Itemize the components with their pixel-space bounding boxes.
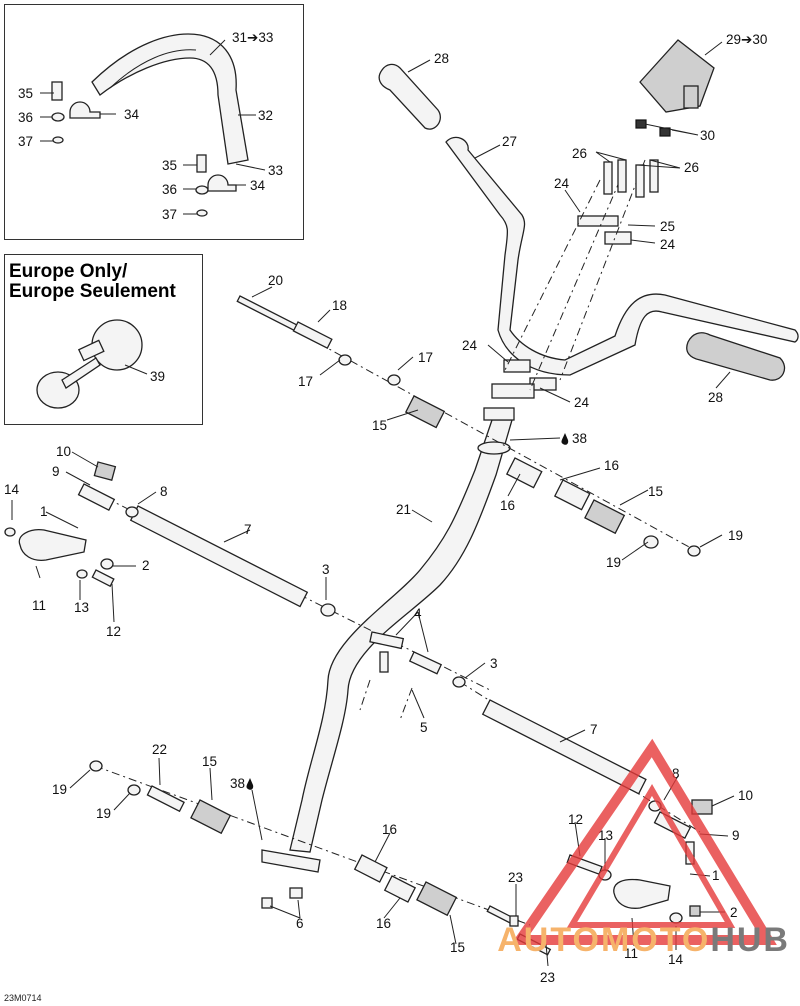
callout-9: 9 [732, 828, 740, 843]
document-code: 23M0714 [4, 993, 42, 1003]
lubricant-drop-icon [561, 433, 569, 445]
watermark-text-b: HUB [710, 921, 790, 959]
callout-24: 24 [574, 395, 590, 410]
callout-24: 24 [462, 338, 478, 353]
callout-7: 7 [590, 722, 598, 737]
callout-16: 16 [500, 498, 515, 513]
callout-28: 28 [434, 51, 449, 66]
callout-13: 13 [74, 600, 89, 615]
screws-26 [603, 119, 671, 198]
callout-24: 24 [554, 176, 570, 191]
callout-18: 18 [332, 298, 347, 313]
callout-30: 30 [700, 128, 715, 143]
callout-36: 36 [162, 182, 177, 197]
callout-35: 35 [162, 158, 177, 173]
left-steering-arm [4, 527, 115, 588]
callout-25: 25 [660, 219, 675, 234]
callout-1: 1 [40, 504, 48, 519]
watermark-text-a: AUTOMOTO [497, 921, 711, 959]
callout-38: 38 [572, 431, 587, 446]
callout-12: 12 [568, 812, 583, 827]
callout-32: 32 [258, 108, 273, 123]
callout-15: 15 [202, 754, 217, 769]
callout-11: 11 [32, 598, 46, 613]
callout-24: 24 [660, 237, 676, 252]
callout-31-33: 31➔33 [232, 30, 273, 45]
callout-19: 19 [96, 806, 111, 821]
left-tie-rod [77, 461, 491, 691]
callout-19: 19 [728, 528, 743, 543]
callout-35: 35 [18, 86, 33, 101]
callout-21: 21 [396, 502, 411, 517]
callout-27: 27 [502, 134, 517, 149]
callout-16: 16 [382, 822, 397, 837]
clamp-top [51, 81, 101, 144]
callout-15: 15 [372, 418, 387, 433]
callout-4: 4 [414, 606, 422, 621]
callout-17: 17 [298, 374, 313, 389]
callout-34: 34 [124, 107, 140, 122]
right-steering-arm [566, 854, 701, 924]
callout-6: 6 [296, 916, 304, 931]
callout-14: 14 [668, 952, 684, 967]
callout-22: 22 [152, 742, 167, 757]
callout-11: 11 [624, 946, 638, 961]
callout-38: 38 [230, 776, 245, 791]
handlebar-pad [639, 39, 715, 113]
lubricant-drop-icon [246, 778, 254, 790]
callout-2: 2 [142, 558, 150, 573]
callout-10: 10 [56, 444, 71, 459]
callout-14: 14 [4, 482, 20, 497]
callout-26: 26 [572, 146, 587, 161]
callout-8: 8 [160, 484, 168, 499]
callout-36: 36 [18, 110, 33, 125]
callout-37: 37 [162, 207, 177, 222]
callout-15: 15 [648, 484, 663, 499]
upper-tie-rod-assembly [236, 295, 701, 557]
handle-guard [91, 33, 249, 165]
callout-3: 3 [322, 562, 330, 577]
callout-20: 20 [268, 273, 283, 288]
callout-8: 8 [672, 766, 680, 781]
callout-2: 2 [730, 905, 738, 920]
grip-right [686, 332, 786, 381]
callout-3: 3 [490, 656, 498, 671]
callout-33: 33 [268, 163, 283, 178]
watermark-text: AUTOMOTOHUB [497, 921, 790, 960]
callout-9: 9 [52, 464, 60, 479]
callout-37: 37 [18, 134, 33, 149]
callout-15: 15 [450, 940, 465, 955]
callout-19: 19 [606, 555, 621, 570]
callout-26: 26 [684, 160, 699, 175]
steering-column [261, 407, 515, 909]
grip-left [378, 63, 441, 130]
handlebar [445, 136, 799, 376]
callout-7: 7 [244, 522, 252, 537]
callout-23: 23 [508, 870, 523, 885]
leader-lines [11, 39, 735, 967]
callout-13: 13 [598, 828, 613, 843]
callout-5: 5 [420, 720, 428, 735]
horn [36, 319, 143, 409]
handlebar-clamps [491, 159, 646, 399]
watermark-logo [510, 738, 777, 945]
callout-34: 34 [250, 178, 266, 193]
callout-19: 19 [52, 782, 67, 797]
callout-12: 12 [106, 624, 121, 639]
callout-16: 16 [604, 458, 619, 473]
callout-10: 10 [738, 788, 753, 803]
callout-39: 39 [150, 369, 165, 384]
callout-29-30: 29➔30 [726, 32, 767, 47]
callout-23: 23 [540, 970, 555, 985]
callouts: 31➔33 32 33 34 35 36 37 35 36 37 34 39 2… [4, 30, 767, 985]
tie-rod-ends [359, 631, 443, 721]
inset-europe-title-2: Europe Seulement [9, 281, 176, 302]
callout-16: 16 [376, 916, 391, 931]
callout-1: 1 [712, 868, 720, 883]
callout-28: 28 [708, 390, 723, 405]
callout-17: 17 [418, 350, 433, 365]
inset-europe-title-1: Europe Only/ [9, 261, 128, 282]
